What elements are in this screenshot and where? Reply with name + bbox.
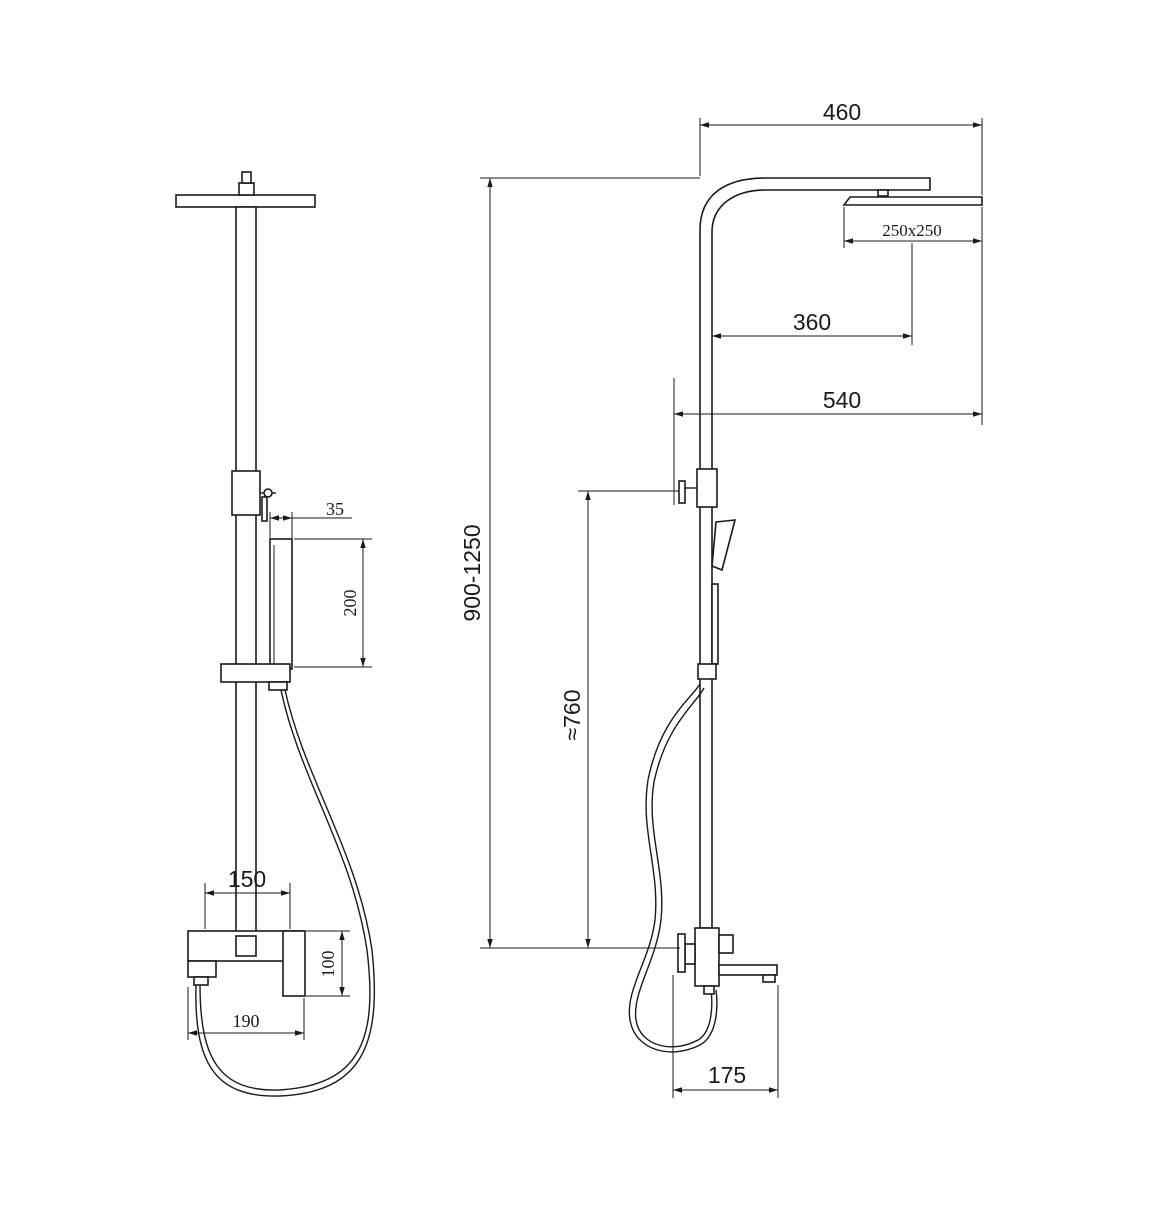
dim-label-900-1250: 900-1250 <box>459 524 485 621</box>
hand-shower <box>269 538 293 670</box>
slide-holder <box>220 663 291 691</box>
side-shower-head <box>842 189 983 206</box>
dim-height: 900-1250 <box>459 177 700 949</box>
diverter-box <box>231 470 276 522</box>
side-view: 460 250x250 360 540 900-1250 <box>459 99 983 1098</box>
dim-diverter-height: ≈760 <box>559 490 679 948</box>
dim-total-reach: 460 <box>699 99 983 195</box>
side-diverter <box>678 468 718 508</box>
dim-label-460: 460 <box>823 99 861 125</box>
dim-mixer-width: 150 <box>204 866 291 929</box>
dim-hand-shower-length: 200 <box>294 538 372 668</box>
dim-label-540: 540 <box>823 387 861 413</box>
dim-label-360: 360 <box>793 309 831 335</box>
dim-wall-to-edge: 540 <box>673 378 982 505</box>
riser-with-arm <box>699 177 931 929</box>
riser-pipe <box>235 206 257 935</box>
dim-label-150: 150 <box>228 866 266 892</box>
side-hose <box>628 683 718 1053</box>
front-view: 35 200 150 100 190 <box>175 171 375 1097</box>
dim-label-175: 175 <box>708 1062 746 1088</box>
side-slide-holder <box>697 663 717 680</box>
dim-label-250x250: 250x250 <box>882 221 942 240</box>
dim-spout-width: 190 <box>187 987 305 1040</box>
dim-arm-to-center: 360 <box>712 243 913 345</box>
dim-head-projection: 35 <box>269 499 352 538</box>
dim-spout-projection: 175 <box>672 975 779 1098</box>
dim-head-size: 250x250 <box>843 207 983 425</box>
side-hand-shower <box>711 519 737 665</box>
shower-hose <box>199 689 371 1091</box>
dim-label-760: ≈760 <box>559 690 585 741</box>
dim-label-35: 35 <box>326 499 344 519</box>
dim-label-100: 100 <box>318 951 338 978</box>
mixer-body <box>187 930 306 997</box>
dim-label-190: 190 <box>233 1011 260 1031</box>
dim-label-200: 200 <box>340 590 360 617</box>
dim-mixer-height: 100 <box>306 930 350 997</box>
side-mixer <box>677 927 778 995</box>
overhead-shower-head <box>175 171 316 208</box>
